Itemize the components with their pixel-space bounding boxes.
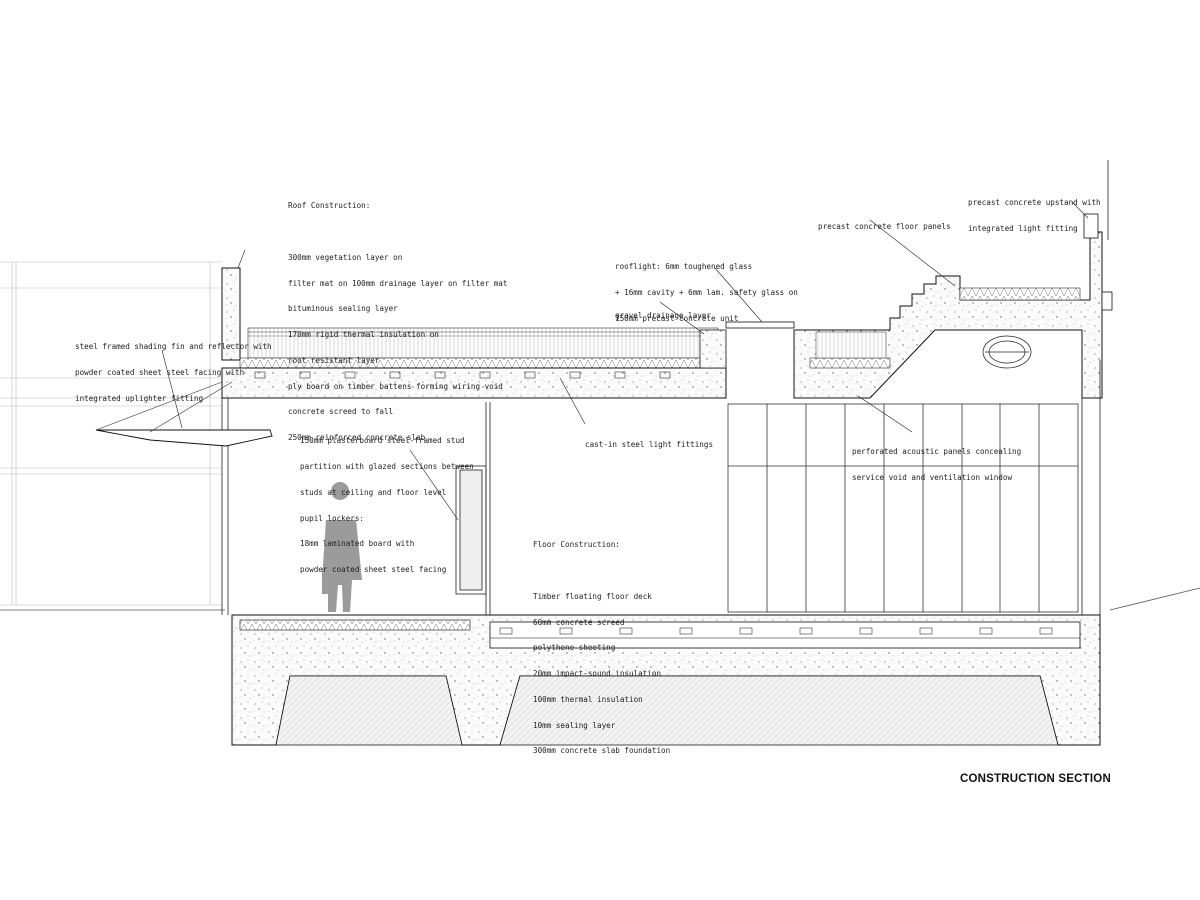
- shading-fin-note: steel framed shading fin and reflector w…: [75, 326, 272, 412]
- drawing-title: CONSTRUCTION SECTION: [960, 773, 1111, 785]
- acoustic-line: perforated acoustic panels concealing: [852, 447, 1022, 457]
- partition-line: 18mm laminated board with: [300, 539, 415, 549]
- acoustic-line: service void and ventilation window: [852, 472, 1013, 482]
- pupil-lockers: [727, 403, 1079, 613]
- cast-in-note: cast-in steel light fittings: [585, 424, 713, 458]
- roof-line: 250mm reinforced concrete slab: [288, 433, 426, 443]
- shading-fin: [95, 429, 273, 447]
- neighbour-building: [0, 261, 222, 606]
- floor-construction-heading: Floor Construction:: [533, 540, 620, 550]
- roof-line: filter mat on 100mm drainage layer on fi…: [288, 278, 508, 288]
- shading-fin-line: steel framed shading fin and reflector w…: [75, 342, 272, 352]
- gravel-label: gravel drainage layer: [615, 311, 712, 321]
- roof-line: concrete screed to fall: [288, 407, 394, 417]
- partition-line: powder coated sheet steel facing: [300, 565, 447, 575]
- partition-line: partition with glazed sections between: [300, 461, 474, 471]
- floor-line: 20mm impact-sound insulation: [533, 669, 662, 679]
- roof-line: 300mm vegetation layer on: [288, 252, 403, 262]
- upstand-note: precast concrete upstand with integrated…: [968, 182, 1101, 242]
- partition: [455, 402, 491, 615]
- floor-line: 100mm thermal insulation: [533, 694, 643, 704]
- ceiling-light-fittings: [254, 371, 671, 379]
- floor-line: Timber floating floor deck: [533, 591, 652, 601]
- rooflight-line: + 16mm cavity + 6mm lam. safety glass on: [615, 287, 798, 297]
- partition-line: studs at ceiling and floor level: [300, 487, 447, 497]
- person-silhouette: [322, 482, 362, 612]
- floor-panels-label: precast concrete floor panels: [818, 222, 951, 232]
- roof-structure: [221, 213, 1113, 399]
- acoustic-note: perforated acoustic panels concealing se…: [852, 431, 1021, 491]
- partition-note: 150mm plasterboard steel-framed stud par…: [300, 420, 474, 583]
- roof-line: bituminous sealing layer: [288, 304, 398, 314]
- floor-line: polythene sheeting: [533, 643, 616, 653]
- ground-line-right: [1109, 587, 1200, 611]
- roof-line: 170mm rigid thermal insulation on: [288, 330, 439, 340]
- floor-battens: [499, 627, 1053, 635]
- upstand-line: integrated light fitting: [968, 223, 1078, 233]
- roof-line: ply board on timber battens forming wiri…: [288, 381, 503, 391]
- roof-line: root resistant layer: [288, 355, 380, 365]
- roof-construction-heading: Roof Construction:: [288, 201, 371, 211]
- shading-fin-line: powder coated sheet steel facing with: [75, 367, 245, 377]
- ventilation-duct: [982, 335, 1032, 369]
- partition-line: 150mm plasterboard steel-framed stud: [300, 436, 465, 446]
- floor-line: 300mm concrete slab foundation: [533, 746, 671, 756]
- upstand-line: precast concrete upstand with: [968, 198, 1101, 208]
- partition-line: pupil lockers:: [300, 513, 365, 523]
- floor-panels-note: precast concrete floor panels: [818, 206, 951, 240]
- gravel-note: gravel drainage layer: [615, 295, 711, 329]
- rooflight-line: rooflight: 6mm toughened glass: [615, 262, 753, 272]
- floor-construction-note: Floor Construction: ​ Timber floating fl…: [533, 524, 670, 765]
- floor-line: 10mm sealing layer: [533, 720, 616, 730]
- rooflight-note: rooflight: 6mm toughened glass + 16mm ca…: [615, 246, 798, 332]
- leader-lines: [161, 201, 1089, 521]
- roof-construction-note: Roof Construction: ​ 300mm vegetation la…: [288, 185, 507, 451]
- shading-fin-line: integrated uplighter fitting: [75, 393, 204, 403]
- rooflight-line: 150mm precast concrete unit: [615, 313, 739, 323]
- cast-in-label: cast-in steel light fittings: [585, 440, 714, 450]
- foundation: [231, 614, 1101, 746]
- floor-line: 60mm concrete screed: [533, 617, 625, 627]
